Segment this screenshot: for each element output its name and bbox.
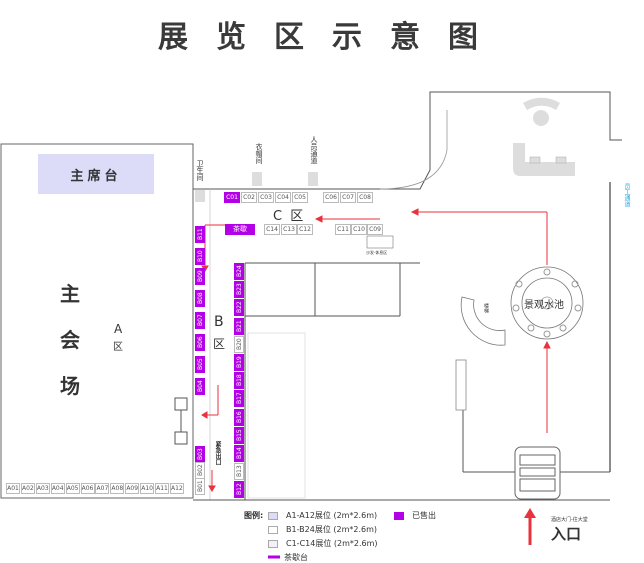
stairs bbox=[460, 296, 506, 346]
pond-label: 景观水池 bbox=[524, 300, 564, 311]
restroom-label: 卫生间 bbox=[196, 160, 204, 181]
booth-c12[interactable]: C12 bbox=[297, 224, 313, 235]
main-hall-outline bbox=[0, 143, 194, 499]
booth-a11[interactable]: A11 bbox=[155, 483, 169, 494]
page-title: 展览区示意图 bbox=[158, 20, 506, 55]
legend-label-c: C1-C14展位 (2m*2.6m) bbox=[286, 539, 378, 548]
legend-item-c: C1-C14展位 (2m*2.6m) bbox=[268, 538, 378, 549]
booth-a10[interactable]: A10 bbox=[140, 483, 155, 494]
booth-b09[interactable]: B09 bbox=[195, 268, 205, 285]
zone-a-label-1: A bbox=[114, 322, 123, 336]
legend-item-tea: 茶歇台 bbox=[284, 552, 308, 563]
booth-c02[interactable]: C02 bbox=[241, 192, 257, 203]
staff-passage-label: 人员通道 bbox=[310, 136, 318, 164]
booth-b18[interactable]: B18 bbox=[234, 372, 244, 390]
booth-c05[interactable]: C05 bbox=[292, 192, 308, 203]
booth-a05[interactable]: A05 bbox=[65, 483, 80, 494]
booth-c11[interactable]: C11 bbox=[335, 224, 351, 235]
booth-b05[interactable]: B05 bbox=[195, 356, 205, 373]
booth-b02[interactable]: B02 bbox=[195, 462, 205, 479]
cloakroom-label: 衣帽间 bbox=[255, 143, 263, 164]
booth-b16[interactable]: B16 bbox=[234, 408, 244, 426]
main-hall-char-3: 场 bbox=[60, 374, 80, 398]
legend-label-b: B1-B24展位 (2m*2.6m) bbox=[286, 525, 378, 534]
booth-c04[interactable]: C04 bbox=[275, 192, 291, 203]
booth-b01[interactable]: B01 bbox=[195, 478, 205, 495]
booth-b04[interactable]: B04 bbox=[195, 378, 205, 395]
landscape-pond bbox=[510, 266, 584, 340]
booth-a09[interactable]: A09 bbox=[125, 483, 140, 494]
entrance-note: 酒店大门-往大堂 bbox=[551, 517, 588, 523]
legend-label-a: A1-A12展位 (2m*2.6m) bbox=[286, 511, 378, 520]
booth-b22[interactable]: B22 bbox=[234, 299, 244, 317]
booth-c09[interactable]: C09 bbox=[367, 224, 383, 235]
booth-c08[interactable]: C08 bbox=[357, 192, 373, 203]
legend-item-sold: 已售出 bbox=[394, 510, 436, 521]
booth-c14[interactable]: C14 bbox=[264, 224, 280, 235]
emergency-exit-label: 紧急出口 bbox=[214, 441, 221, 465]
booth-b07[interactable]: B07 bbox=[195, 312, 205, 329]
booth-a08[interactable]: A08 bbox=[110, 483, 125, 494]
booth-b03[interactable]: B03 bbox=[195, 446, 205, 463]
booth-c03[interactable]: C03 bbox=[258, 192, 274, 203]
booth-a02[interactable]: A02 bbox=[20, 483, 35, 494]
booth-b19[interactable]: B19 bbox=[234, 354, 244, 371]
booth-b13[interactable]: B13 bbox=[234, 463, 244, 481]
booth-c10[interactable]: C10 bbox=[351, 224, 367, 235]
zone-a-label-2: 区 bbox=[113, 342, 123, 353]
podium: 主席台 bbox=[38, 154, 154, 194]
main-hall-char-1: 主 bbox=[60, 282, 80, 306]
legend-swatch-sold bbox=[394, 511, 404, 520]
booth-a04[interactable]: A04 bbox=[50, 483, 65, 494]
booth-b24[interactable]: B24 bbox=[234, 263, 244, 280]
booth-b08[interactable]: B08 bbox=[195, 290, 205, 307]
booth-b15[interactable]: B15 bbox=[234, 426, 244, 444]
legend-title: 图例: bbox=[244, 511, 264, 520]
booth-b11[interactable]: B11 bbox=[195, 226, 205, 243]
revolving-door bbox=[514, 446, 561, 500]
booth-c07[interactable]: C07 bbox=[340, 192, 356, 203]
booth-c01[interactable]: C01 bbox=[224, 192, 240, 203]
side-passage-label: 员工通道 bbox=[623, 183, 630, 207]
zone-b-label-1: B bbox=[214, 314, 224, 330]
booth-b12[interactable]: B12 bbox=[234, 481, 244, 499]
legend-label-sold: 已售出 bbox=[412, 511, 436, 520]
booth-a03[interactable]: A03 bbox=[35, 483, 50, 494]
tea-break-label: 茶歇 bbox=[233, 225, 247, 233]
booth-b23[interactable]: B23 bbox=[234, 281, 244, 299]
sofa-label: 沙发·休息区 bbox=[366, 250, 388, 255]
legend-swatch-c bbox=[268, 539, 278, 548]
legend-swatch-a bbox=[268, 511, 278, 520]
entrance-label: 入口 bbox=[551, 525, 582, 543]
tea-break-area: 茶歇 bbox=[225, 224, 255, 235]
legend-item-b: B1-B24展位 (2m*2.6m) bbox=[268, 524, 377, 535]
booth-a01[interactable]: A01 bbox=[6, 483, 20, 494]
stairs-label: 楼梯 bbox=[483, 303, 489, 313]
booth-b06[interactable]: B06 bbox=[195, 334, 205, 351]
booth-b21[interactable]: B21 bbox=[234, 317, 244, 335]
booth-c06[interactable]: C06 bbox=[323, 192, 339, 203]
booth-b20[interactable]: B20 bbox=[234, 335, 244, 353]
booth-a07[interactable]: A07 bbox=[95, 483, 110, 494]
legend-item-a: A1-A12展位 (2m*2.6m) bbox=[268, 510, 377, 521]
booth-c13[interactable]: C13 bbox=[281, 224, 297, 235]
zone-c-label: C 区 bbox=[273, 209, 306, 224]
zone-b-label-2: 区 bbox=[213, 337, 226, 351]
legend-label-tea: 茶歇台 bbox=[284, 553, 308, 562]
booth-b10[interactable]: B10 bbox=[195, 248, 205, 265]
booth-b14[interactable]: B14 bbox=[234, 445, 244, 462]
booth-b17[interactable]: B17 bbox=[234, 390, 244, 408]
booth-a06[interactable]: A06 bbox=[80, 483, 95, 494]
legend-swatch-b bbox=[268, 525, 278, 534]
booth-a12[interactable]: A12 bbox=[169, 483, 184, 494]
podium-label: 主席台 bbox=[70, 168, 122, 184]
lounge-wall bbox=[380, 91, 622, 190]
main-hall-char-2: 会 bbox=[60, 328, 80, 352]
